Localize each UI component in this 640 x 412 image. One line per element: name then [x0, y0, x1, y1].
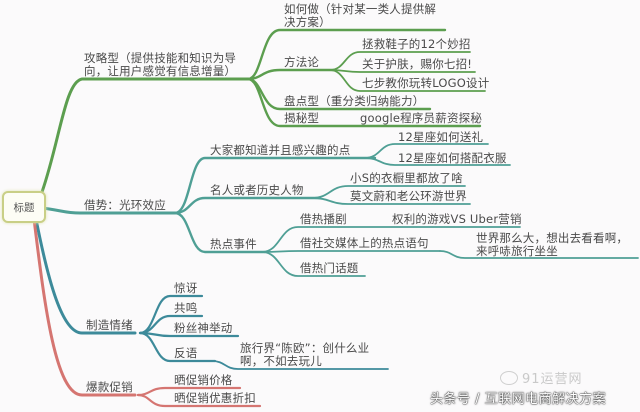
watermark-caption: 头条号 / 互联网电商解决方案: [430, 392, 607, 407]
subtopic-pandian[interactable]: 盘点型（重分类归纳能力）: [284, 94, 425, 108]
leaf-travel-chenou-line2: 啊，不如去玩儿: [240, 354, 322, 368]
leaf-zodiac-gift[interactable]: 12星座如何送礼: [398, 130, 484, 144]
topic-jieshi[interactable]: 借势：光环效应: [84, 198, 166, 212]
leaf-zodiac-clothes[interactable]: 12星座如何搭配衣服: [398, 151, 507, 165]
subtopic-ruhezuo-line2: 决方案）: [284, 15, 331, 29]
leaf-resonance[interactable]: 共鸣: [174, 301, 198, 315]
root-node[interactable]: 标题: [2, 191, 46, 223]
branch-lines-jieshi: [40, 143, 639, 277]
branch-lines-gonglue: [40, 28, 486, 194]
leaf-world-is-big[interactable]: 世界那么大，想出去看看啊， 来呼哧旅行坐坐: [476, 232, 628, 258]
leaf-travel-chenou[interactable]: 旅行界“陈欧”：创什么业 啊，不如去玩儿: [240, 342, 369, 368]
wechat-icon: [500, 370, 518, 385]
watermark-logo: 91运营网: [500, 368, 583, 387]
leaf-surprise[interactable]: 惊讶: [174, 281, 198, 295]
leaf-logo-design[interactable]: 七步教你玩转LOGO设计: [362, 76, 490, 90]
subtopic-ruhezuo[interactable]: 如何做（针对某一类人提供解 决方案）: [284, 3, 436, 29]
topic-gonglue[interactable]: 攻略型（提供技能和知识为导 向，让用户感觉有信息增量）: [84, 52, 236, 78]
subtopic-celebrities[interactable]: 名人或者历史人物: [210, 183, 304, 197]
leaf-travel-chenou-line1: 旅行界“陈欧”：创什么业: [240, 341, 370, 355]
item-social-media-quote[interactable]: 借社交媒体上的热点语句: [300, 236, 429, 250]
root-label: 标题: [13, 201, 35, 214]
item-tv-drama[interactable]: 借热播剧: [300, 212, 347, 226]
item-hot-topic[interactable]: 借热门话题: [300, 261, 359, 275]
leaf-world-is-big-line2: 来呼哧旅行坐坐: [476, 244, 558, 258]
leaf-jiuxiezi[interactable]: 拯救鞋子的12个妙招: [362, 37, 471, 51]
subtopic-interest-points[interactable]: 大家都知道并且感兴趣的点: [210, 143, 351, 157]
subtopic-ruhezuo-line1: 如何做（针对某一类人提供解: [284, 2, 437, 16]
leaf-google-salary[interactable]: google程序员薪资探秘: [360, 111, 483, 125]
leaf-promo-discount[interactable]: 晒促销优惠折扣: [174, 391, 256, 405]
branch-lines-baokuan: [32, 217, 262, 408]
leaf-fan-action[interactable]: 粉丝神举动: [174, 321, 233, 335]
topic-hot-promo[interactable]: 爆款促销: [86, 380, 133, 394]
topic-emotion[interactable]: 制造情绪: [86, 318, 133, 332]
leaf-hufu[interactable]: 关于护肤，赐你七招!: [362, 57, 473, 71]
watermark-logo-text: 91运营网: [522, 372, 583, 387]
topic-gonglue-line1: 攻略型（提供技能和知识为导: [84, 51, 237, 65]
topic-gonglue-line2: 向，让用户感觉有信息增量）: [84, 64, 237, 78]
subtopic-jiemi[interactable]: 揭秘型: [284, 111, 320, 125]
leaf-karen-mok-travel[interactable]: 莫文蔚和老公环游世界: [350, 189, 467, 203]
leaf-got-uber[interactable]: 权利的游戏VS Uber营销: [392, 212, 522, 226]
subtopic-fangfalun[interactable]: 方法论: [284, 55, 320, 69]
subtopic-irony[interactable]: 反语: [174, 346, 198, 360]
leaf-world-is-big-line1: 世界那么大，想出去看看啊，: [476, 231, 629, 245]
leaf-promo-price[interactable]: 晒促销价格: [174, 373, 233, 387]
subtopic-hot-events[interactable]: 热点事件: [210, 237, 257, 251]
leaf-xiaos-wardrobe[interactable]: 小S的衣橱里都放了啥: [350, 171, 463, 185]
branch-lines-qingxu: [34, 217, 389, 370]
